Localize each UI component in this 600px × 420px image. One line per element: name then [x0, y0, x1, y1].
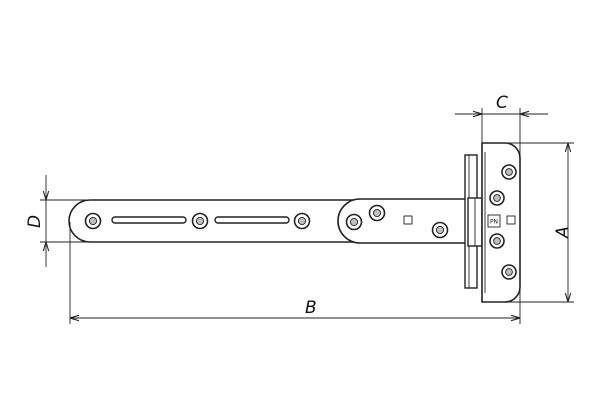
dimension-label-c: C	[496, 93, 508, 113]
plate-square-hole	[403, 215, 413, 225]
dimension-label-d: D	[25, 215, 45, 228]
leaf-hole-2	[489, 190, 505, 206]
dimension-a: A	[505, 142, 574, 303]
hinge-knuckle	[464, 154, 483, 289]
plate-hole-1	[345, 213, 363, 231]
leaf-hole-4	[501, 264, 517, 280]
strap-slot-2	[214, 216, 290, 224]
strap-hole-2	[191, 212, 209, 230]
leaf-hole-1	[501, 164, 517, 180]
strap-slot-1	[111, 216, 187, 224]
stamp-box	[487, 214, 501, 228]
dimension-label-b: B	[305, 298, 317, 318]
leaf-hole-3	[489, 233, 505, 249]
dimension-d: D	[25, 175, 88, 267]
leaf-square-hole	[506, 215, 516, 225]
dimension-c: C	[455, 93, 548, 160]
dimension-label-a: A	[553, 226, 573, 239]
strap-leaf	[68, 199, 361, 243]
dimension-b: B	[69, 222, 521, 324]
plate-hole-3	[431, 221, 449, 239]
strap-hole-1	[84, 212, 102, 230]
plate-hole-2	[368, 204, 386, 222]
reinforcement-plate	[337, 198, 476, 244]
strap-hole-3	[293, 212, 311, 230]
upright-leaf: PN	[481, 142, 521, 303]
stamp-text: PN	[490, 219, 498, 226]
